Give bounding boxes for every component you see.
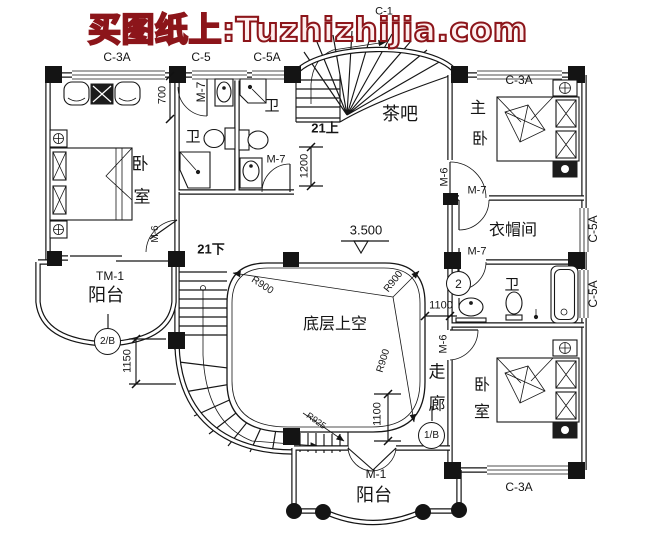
grid-bubble-1b-text: 1/B — [423, 430, 439, 441]
windows — [68, 69, 590, 476]
void-opening — [226, 262, 426, 433]
watermark: 买图纸上:Tuzhizhijia.com — [87, 9, 528, 50]
grid-bubble-2-text: 2 — [455, 276, 462, 291]
door-m1-double — [347, 447, 397, 472]
stair-upper — [295, 30, 453, 123]
door-label-m6-bed2: M-6 — [437, 334, 450, 354]
door-label-m7-wc3: M-7 — [467, 245, 487, 258]
window-c3a-topleft — [72, 69, 165, 81]
grid-bubble-1b: 1/B — [418, 422, 445, 449]
window-label-c1-top: C-1 — [375, 5, 393, 18]
window-c3a-topright — [477, 69, 562, 81]
furniture-master-bedroom — [496, 79, 580, 178]
window-c5a-right1 — [578, 208, 590, 252]
room-label-corridor-b: 廊 — [428, 394, 446, 414]
door-label-m1: M-1 — [365, 467, 387, 481]
room-label-wc3: 卫 — [504, 276, 520, 294]
door-m6-bedroom2 — [449, 329, 479, 361]
window-label-c5-top: C-5 — [191, 50, 211, 64]
room-label-master-a: 主 — [469, 100, 487, 117]
door-label-m7-bath1: M-7 — [194, 81, 208, 103]
room-label-bedroom1-a: 卧 — [131, 154, 149, 174]
door-m7-bath1 — [177, 79, 208, 117]
window-label-c5a-right1: C-5A — [586, 215, 600, 243]
window-label-c3a-topright: C-3A — [505, 73, 533, 87]
dim-1100-horizontal: 1100 — [429, 299, 453, 312]
room-label-balcony-bottom: 阳台 — [356, 485, 392, 505]
window-label-c5a-right2: C-5A — [586, 280, 600, 308]
window-c5a-right2 — [578, 270, 590, 318]
dim-700: 700 — [156, 85, 169, 105]
room-label-master-b: 卧 — [471, 131, 489, 148]
window-label-c5a-top: C-5A — [253, 50, 281, 64]
columns — [45, 66, 585, 520]
room-label-corridor-a: 走 — [428, 362, 446, 382]
fixtures-bath1 — [179, 78, 236, 189]
door-label-m6-bed1: M-6 — [150, 225, 161, 243]
dim-1200: 1200 — [298, 153, 311, 179]
door-label-tm1: TM-1 — [96, 269, 124, 283]
room-label-bedroom2-a: 卧 — [473, 377, 491, 394]
stair-label-21-down: 21下 — [197, 241, 225, 257]
dim-1150: 1150 — [121, 349, 134, 373]
furniture-bedroom1 — [49, 81, 141, 239]
door-m6-master — [449, 161, 487, 199]
door-label-m7-bath2: M-7 — [266, 153, 286, 166]
dim-1100-vertical: 1100 — [371, 402, 384, 426]
stair-label-21-up: 21上 — [311, 120, 339, 136]
level-marker — [341, 240, 389, 255]
window-tm1-sliding — [68, 253, 172, 263]
room-label-teabar: 茶吧 — [382, 104, 418, 124]
dimensions — [107, 71, 460, 446]
fixtures-wc3 — [455, 265, 579, 324]
room-label-wc1: 卫 — [185, 128, 201, 146]
furniture-bedroom2 — [496, 339, 580, 439]
window-c3a-bottom — [487, 464, 568, 476]
room-label-balcony-left: 阳台 — [88, 285, 124, 305]
room-label-bedroom1-b: 室 — [133, 187, 151, 207]
grid-bubble-2b-text: 2/B — [99, 336, 115, 347]
level-3500: 3.500 — [349, 222, 383, 238]
door-label-m7-cloak: M-7 — [467, 184, 487, 197]
door-m6-bedroom1 — [145, 219, 178, 253]
door-label-m6-master: M-6 — [438, 167, 451, 187]
room-label-wc2: 卫 — [264, 97, 280, 115]
door-m7-bath2 — [261, 163, 291, 193]
room-label-cloakroom: 衣帽间 — [488, 222, 538, 239]
door-m7-cloakroom — [458, 199, 490, 231]
window-label-c3a-bottom: C-3A — [505, 480, 533, 494]
room-label-bedroom2-b: 室 — [473, 404, 491, 421]
fixtures-bath2 — [238, 78, 269, 189]
grid-bubble-2: 2 — [446, 271, 471, 296]
window-label-c3a-topleft: C-3A — [103, 50, 131, 64]
grid-bubble-2b: 2/B — [94, 328, 121, 355]
room-label-void: 底层上空 — [302, 316, 368, 333]
doors — [145, 79, 490, 472]
